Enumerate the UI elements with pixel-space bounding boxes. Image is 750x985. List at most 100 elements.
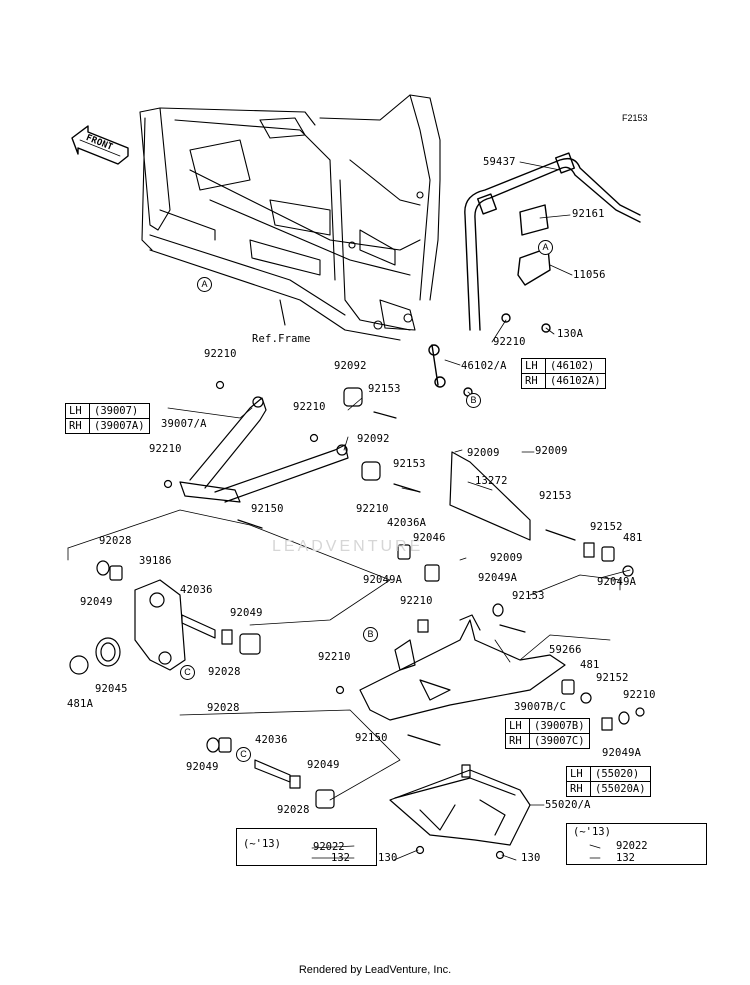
lower-arm [335,451,645,746]
part-label: 92049 [230,607,263,619]
part-label: 130 [378,852,398,864]
ref-circle-a: A [538,240,553,255]
part-number: (55020A) [595,783,646,795]
part-label: 92161 [572,208,605,220]
part-label: 92210 [400,595,433,607]
figure-code: F2153 [622,113,648,123]
part-label: 92153 [512,590,545,602]
ref-circle-b: B [466,393,481,408]
part-label: 13272 [475,475,508,487]
part-label: 92028 [208,666,241,678]
part-number: (39007B) [534,720,585,732]
part-label: 46102/A [461,360,507,372]
frame-illustration [139,94,441,341]
part-label: 92152 [596,672,629,684]
part-label: 92150 [251,503,284,515]
part-label: 92009 [467,447,500,459]
part-label: 92153 [368,383,401,395]
lh-rh-box-upper-arm: LH (39007) RH (39007A) [65,403,150,434]
part-label: 92210 [149,443,182,455]
part-number: (39007) [94,405,139,417]
skid-guard [389,764,531,860]
leader-lines [67,161,631,861]
part-label: 92028 [277,804,310,816]
part-label: 481A [67,698,94,710]
part-label: 42036 [255,734,288,746]
part-label: 92210 [293,401,326,413]
part-label: 92049 [80,596,113,608]
part-label: 92210 [318,651,351,663]
stabilizer-bar [428,152,641,397]
part-label: 92150 [355,732,388,744]
part-label: 39007B/C [514,701,567,713]
part-label: 59266 [549,644,582,656]
part-label: 92049A [478,572,518,584]
ref-circle-a: A [197,277,212,292]
part-label: 92049A [597,576,637,588]
side-label: RH [66,419,90,433]
part-label: 130A [557,328,584,340]
side-label: LH [567,767,591,781]
part-number: (46102A) [550,375,601,387]
part-number: (55020) [595,768,640,780]
side-label: LH [506,719,530,733]
side-label: LH [66,404,90,418]
front-arrow-icon [71,125,129,165]
part-label: 92092 [357,433,390,445]
part-label: 92009 [490,552,523,564]
ref-circle-b: B [363,627,378,642]
part-label: 92049A [602,747,642,759]
footer-credit: Rendered by LeadVenture, Inc. [298,964,452,976]
part-label: 92045 [95,683,128,695]
year-box-right: (~'13) 92022 132 [566,823,707,865]
part-label: 92152 [590,521,623,533]
part-label: 92049A [363,574,403,586]
ref-circle-c: C [180,665,195,680]
side-label: LH [522,359,546,373]
part-number: 92022 [313,841,345,853]
part-label: 92153 [393,458,426,470]
side-label: RH [506,734,530,748]
part-label: 92092 [334,360,367,372]
part-label: 92009 [535,445,568,457]
part-label: 42036 [180,584,213,596]
part-number: (39007C) [534,735,585,747]
part-label: 55020/A [545,799,591,811]
part-label: 92210 [204,348,237,360]
side-label: RH [567,782,591,796]
part-label: 92046 [413,532,446,544]
part-label: 92049 [307,759,340,771]
part-label: 39007/A [161,418,207,430]
side-label: RH [522,374,546,388]
year-range: (~'13) [573,826,611,838]
ref-circle-c: C [236,747,251,762]
part-label: 92028 [99,535,132,547]
part-number: (39007A) [94,420,145,432]
part-label: 39186 [139,555,172,567]
part-label: 92210 [623,689,656,701]
part-label: 59437 [483,156,516,168]
watermark: LEADVENTURE [272,538,424,555]
steering-knuckle [69,560,261,675]
knuckle-bushings [206,737,335,809]
part-number: 132 [616,852,635,864]
part-label: 42036A [387,517,427,529]
year-range: (~'13) [243,838,281,850]
lh-rh-box-lower-arm: LH (39007B) RH (39007C) [505,718,590,749]
part-label: 130 [521,852,541,864]
part-label: 481 [623,532,643,544]
lh-rh-box-skid-guard: LH (55020) RH (55020A) [566,766,651,797]
part-label: 92049 [186,761,219,773]
part-label: 92153 [539,490,572,502]
year-box-left: (~'13) 92022 132 [236,828,377,866]
part-label: 92210 [493,336,526,348]
part-label: 92028 [207,702,240,714]
part-label: 92210 [356,503,389,515]
part-number: 132 [331,852,350,864]
part-number: 92022 [616,840,648,852]
part-label: 11056 [573,269,606,281]
ref-frame-label: Ref.Frame [252,333,311,345]
part-number: (46102) [550,360,595,372]
